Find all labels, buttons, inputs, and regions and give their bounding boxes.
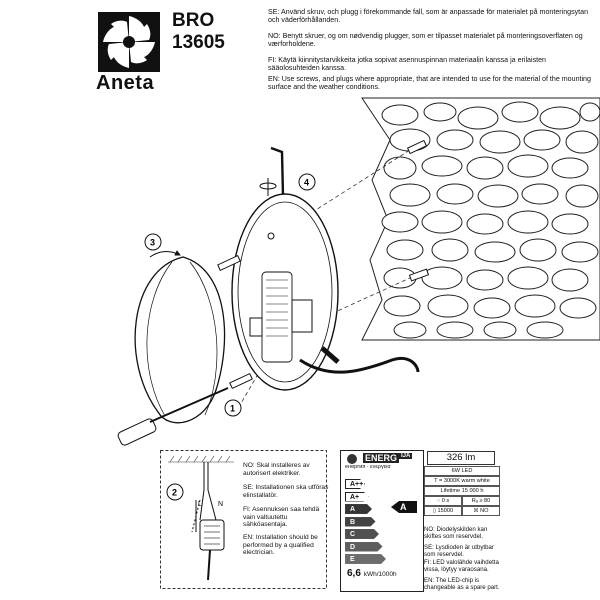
energy-class-bar: A++ bbox=[345, 479, 365, 489]
lifetime-value: Lifetime 15 000 h bbox=[424, 486, 500, 496]
energy-label-title: ENERG bbox=[363, 453, 400, 463]
install-note-en: EN: Installation should be performed by … bbox=[243, 534, 318, 557]
eu-flag-icon bbox=[347, 454, 357, 464]
lumen-value: 326 lm bbox=[427, 451, 495, 465]
energy-class-bar: C bbox=[345, 529, 379, 539]
led-note-se: SE: Lysdioden är utbytbar som reservdel. bbox=[424, 544, 494, 558]
wire-neutral-label: N bbox=[218, 501, 223, 508]
model-name: BRO bbox=[172, 10, 215, 31]
led-note-en: EN: The LED-chip is changeable as a spar… bbox=[424, 577, 500, 591]
led-note-fi: FI: LED valolähde vaihdetta vissa, löyty… bbox=[424, 559, 499, 573]
model-number: 13605 bbox=[172, 32, 225, 53]
dimmer-icon: ☒ bbox=[473, 508, 479, 514]
energy-class-bar: A bbox=[345, 504, 372, 514]
energy-class-bar: D bbox=[345, 542, 383, 552]
wire-live-label: L bbox=[198, 501, 202, 508]
energy-consumption-value: 6,6 bbox=[347, 568, 361, 579]
step-3-label: 3 bbox=[150, 238, 155, 248]
energy-label-header: ENERG IJA енергия · ενεργεια bbox=[341, 451, 423, 473]
step-1-label: 1 bbox=[230, 404, 235, 414]
step-2-label: 2 bbox=[172, 488, 177, 498]
switch-icon: ▯ bbox=[432, 508, 436, 514]
bulb-icon: ◌ bbox=[436, 498, 441, 504]
energy-consumption-unit: kWh/1000h bbox=[363, 571, 397, 578]
instruction-no: NO: Benytt skruer, og om nødvendig plugg… bbox=[268, 32, 583, 49]
energy-class-bar: E bbox=[345, 554, 386, 564]
energy-label-title-suffix: IJA bbox=[399, 453, 413, 459]
mounting-diagram: 3 4 1 bbox=[117, 97, 600, 446]
aneta-logo-mark bbox=[98, 12, 160, 72]
energy-consumption: 6,6 kWh/1000h bbox=[347, 568, 397, 579]
install-note-box: 2 L N bbox=[160, 450, 327, 589]
cri-value: Rₐ ≥ 80 bbox=[462, 496, 500, 506]
led-note-no: NO: Diodelyskilden kan skiftes som reser… bbox=[424, 526, 488, 540]
energy-class-bar: B bbox=[345, 517, 376, 527]
instruction-fi: FI: Käytä kiinnitystarvikkeita jotka sop… bbox=[268, 56, 546, 73]
dimmable-value: ☒ NO bbox=[462, 506, 500, 516]
energy-class-bar: A+ bbox=[345, 492, 369, 502]
energy-rating-arrow: A bbox=[391, 501, 417, 513]
switch-cycles-value: ▯ 15000 bbox=[424, 506, 462, 516]
install-note-se: SE: Installationen ska utföras elinstall… bbox=[243, 484, 329, 499]
step-4-label: 4 bbox=[304, 178, 309, 188]
instruction-en: EN: Use screws, and plugs where appropri… bbox=[268, 75, 591, 92]
brand-name: Aneta bbox=[96, 72, 155, 94]
stone-wall bbox=[361, 97, 600, 341]
power-value: 6W LED bbox=[424, 466, 500, 476]
warmup-value: ◌ 0 s bbox=[424, 496, 462, 506]
install-note-no: NO: Skal installeres av autorisert elekt… bbox=[243, 462, 310, 477]
instruction-se: SE: Använd skruv, och plugg i förekomman… bbox=[268, 8, 589, 25]
energy-label-subtitle: енергия · ενεργεια bbox=[345, 464, 391, 470]
install-note-fi: FI: Asennuksen saa tehdä vain valtuutett… bbox=[243, 506, 320, 529]
color-temp-value: T = 3000K warm white bbox=[424, 476, 500, 486]
